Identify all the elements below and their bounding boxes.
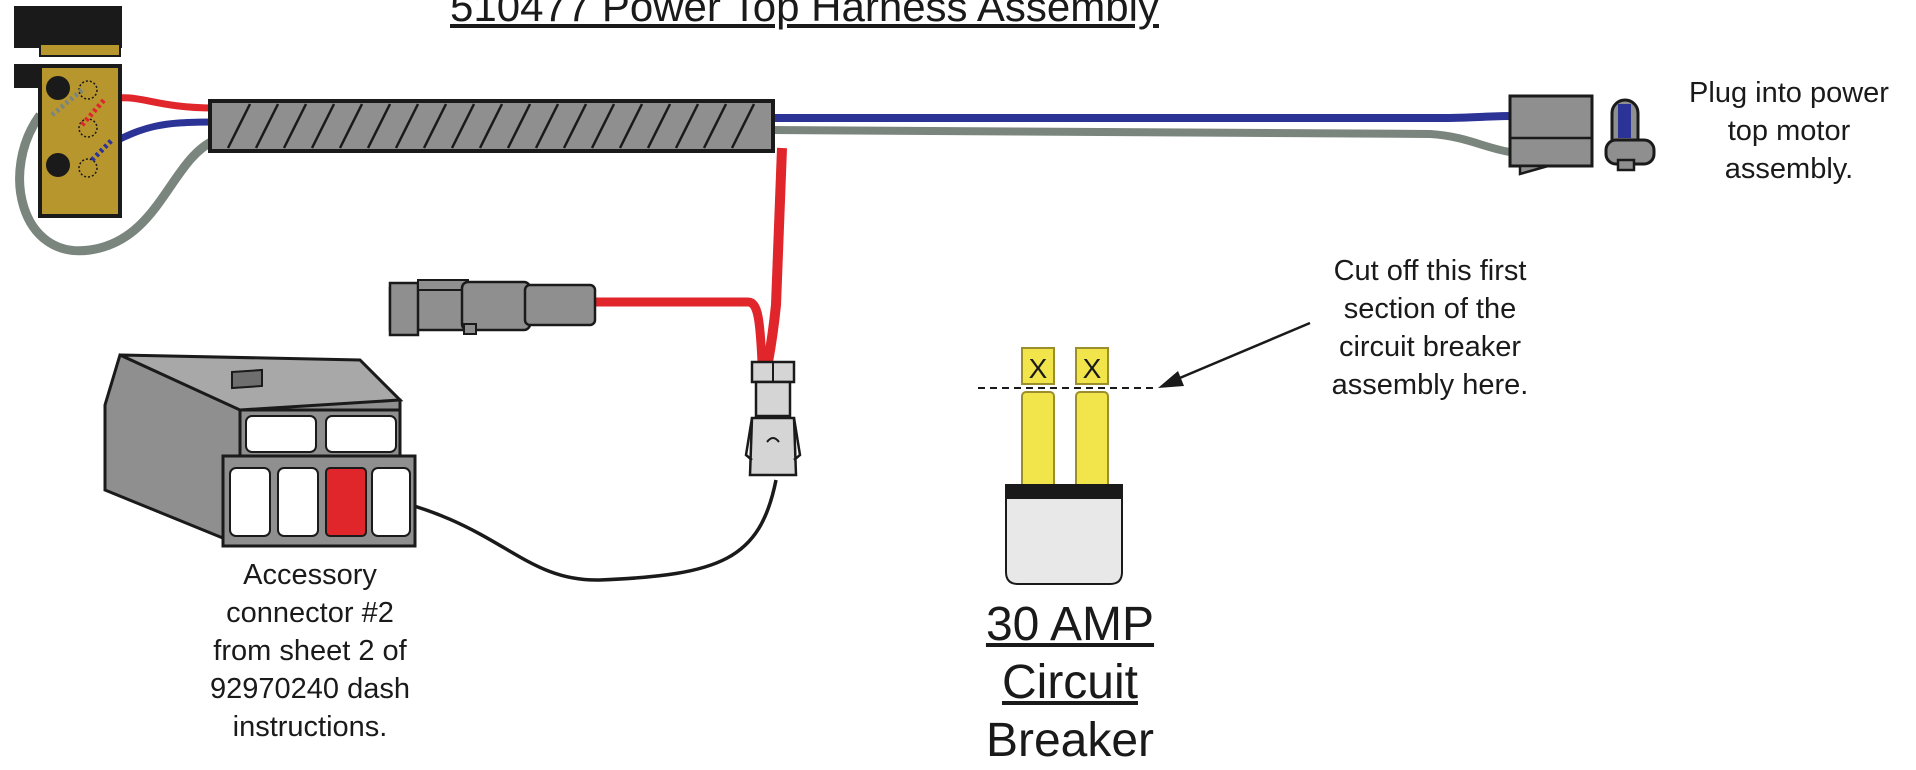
gray-wire-loop (15, 112, 218, 256)
accessory-label-line-3: from sheet 2 of (213, 635, 407, 667)
red-wire-branch (590, 297, 767, 363)
breaker-tab-mark-right: X (1083, 353, 1102, 384)
circuit-breaker: X X (978, 347, 1155, 585)
black-wire (369, 479, 778, 582)
cut-note-line-1: Cut off this first (1333, 255, 1527, 287)
power-top-switch (14, 6, 122, 218)
blue-wire-switch (106, 118, 216, 149)
harness-loom (208, 99, 775, 153)
accessory-label-line-4: 92970240 dash (210, 673, 410, 705)
motor-label-line-1: Plug into power (1689, 77, 1889, 109)
inline-connector (388, 279, 597, 337)
accessory-connector (103, 353, 417, 548)
motor-label: Plug into power top motor assembly. (1676, 74, 1902, 188)
motor-connector (1508, 94, 1656, 176)
red-wire-drop (763, 147, 787, 363)
motor-label-line-2: top motor (1727, 115, 1851, 147)
breaker-label-line-3: Breaker (985, 714, 1155, 767)
diagram-title: 510477 Power Top Harness Assembly (450, 0, 1159, 30)
accessory-label-line-1: Accessory (243, 559, 377, 591)
breaker-label: 30 AMP Circuit Breaker (940, 596, 1200, 770)
motor-label-line-3: assembly. (1724, 153, 1854, 185)
breaker-label-line-2: Circuit (1001, 656, 1138, 709)
cut-note-line-3: circuit breaker (1338, 331, 1522, 363)
breaker-connector (744, 360, 802, 477)
breaker-tab-mark-left: X (1029, 353, 1048, 384)
cut-note-line-4: assembly here. (1331, 369, 1529, 401)
cut-note-line-2: section of the (1343, 293, 1517, 325)
breaker-label-line-1: 30 AMP (985, 598, 1155, 651)
cut-pointer-arrowhead (1158, 371, 1184, 388)
blue-wire-motor (770, 112, 1511, 122)
cut-pointer-line (1174, 321, 1311, 382)
accessory-label: Accessory connector #2 from sheet 2 of 9… (180, 556, 440, 746)
gray-wire-motor (769, 126, 1511, 156)
accessory-label-line-5: instructions. (232, 711, 388, 743)
accessory-label-line-2: connector #2 (226, 597, 394, 629)
cut-note: Cut off this first section of the circui… (1300, 252, 1560, 404)
